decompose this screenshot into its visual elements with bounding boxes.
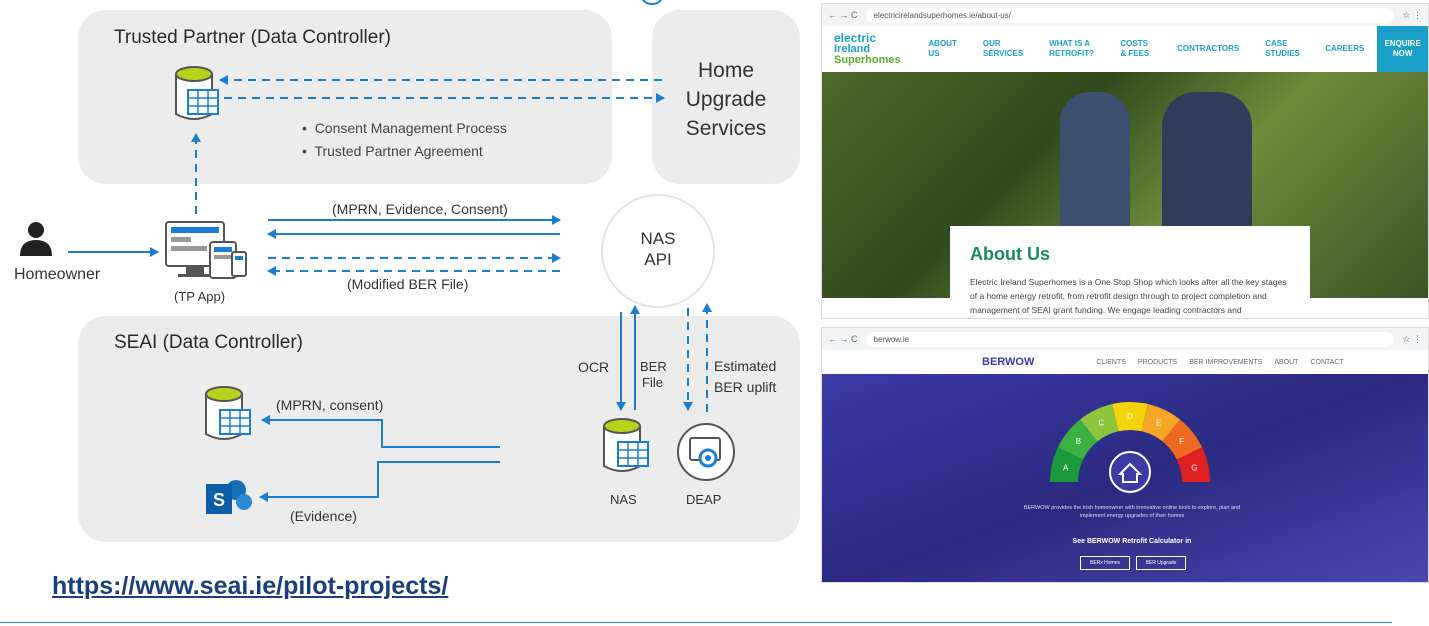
nav-careers[interactable]: CAREERS (1325, 44, 1365, 53)
route-mprn-consent (261, 415, 500, 448)
seai-title: SEAI (Data Controller) (114, 332, 304, 353)
superhomes-logo[interactable]: electric Ireland Superhomes (834, 30, 901, 66)
ber-segment-e (1141, 404, 1180, 442)
tp-app-icon (165, 221, 247, 279)
deap-label: DEAP (686, 492, 722, 507)
home-upgrade-services-label: Home Upgrade Services (685, 59, 767, 140)
berwow-nav-products[interactable]: PRODUCTS (1137, 358, 1178, 366)
berwow-screenshot: ← → C berwow.ie ☆ ⋮ BERWOW CLIENTS PRODU… (822, 328, 1428, 582)
browser-toolbar-2: ← → C berwow.ie ☆ ⋮ (822, 328, 1428, 350)
tp-app-label: (TP App) (174, 289, 226, 304)
seai-pilot-projects-link[interactable]: https://www.seai.ie/pilot-projects/ (52, 572, 449, 600)
homeowner-label: Homeowner (14, 266, 101, 283)
ber-segment-a (1050, 447, 1084, 482)
homeowner-icon (20, 222, 52, 256)
ber-segment-b (1057, 419, 1098, 460)
partial-circle (641, 0, 663, 5)
ber-label-g: G (1191, 463, 1197, 472)
ber-label-a: A (1063, 463, 1069, 472)
browser-actions-icon[interactable]: ☆ ⋮ (1402, 333, 1422, 344)
arrow-bottom-label: (Modified BER File) (347, 276, 469, 292)
ber-label-e: E (1156, 419, 1161, 428)
about-us-text: Electric Ireland Superhomes is a One Sto… (970, 277, 1287, 315)
arrow-top-label: (MPRN, Evidence, Consent) (332, 201, 508, 217)
home-upgrade-panel (652, 10, 800, 184)
berwow-nav-ber-improvements[interactable]: BER IMPROVEMENTS (1189, 358, 1263, 366)
nas-api-label: NAS API (640, 229, 676, 269)
mprn-consent-label: (MPRN, consent) (276, 397, 384, 413)
nav-what-is-retrofit[interactable]: WHAT IS A RETROFIT? (1049, 39, 1095, 58)
nav-arrows-icon[interactable]: ← → C (828, 334, 858, 344)
seai-panel (78, 316, 800, 542)
berwow-nav: BERWOW CLIENTS PRODUCTS BER IMPROVEMENTS… (822, 350, 1428, 374)
sharepoint-letter: S (213, 490, 225, 510)
ber-label-c: C (1098, 419, 1104, 428)
sharepoint-icon: S (206, 480, 252, 514)
berwow-tagline: BERWOW provides the Irish homeowner with… (1023, 505, 1241, 519)
enquire-now-button[interactable]: ENQUIRE NOW (1377, 26, 1428, 72)
ber-label-b: B (1076, 437, 1081, 446)
about-us-card: About Us Electric Ireland Superhomes is … (950, 226, 1310, 318)
nav-case-studies[interactable]: CASE STUDIES (1265, 39, 1300, 58)
ber-segment-f (1162, 419, 1203, 460)
route-evidence (259, 461, 500, 502)
nav-arrows-icon[interactable]: ← → C (828, 10, 858, 20)
address-bar-2[interactable]: berwow.ie (865, 331, 1395, 347)
bullet-agreement: • Trusted Partner Agreement (302, 143, 483, 159)
bottom-divider (0, 622, 1392, 623)
superhomes-screenshot: ← → C electricirelandsuperhomes.ie/about… (822, 4, 1428, 318)
browser-actions-icon[interactable]: ☆ ⋮ (1402, 9, 1422, 20)
berwow-logo[interactable]: BERWOW (982, 356, 1035, 368)
nav-about-us[interactable]: ABOUT US (928, 39, 957, 58)
bullet-consent: • Consent Management Process (302, 120, 507, 136)
berwow-cta: See BERWOW Retrofit Calculator in (1072, 538, 1192, 545)
berwow-nav-clients[interactable]: CLIENTS (1096, 358, 1126, 366)
evidence-label: (Evidence) (290, 508, 357, 524)
nav-our-services[interactable]: OUR SERVICES (982, 39, 1024, 58)
ber-segment-g (1176, 447, 1210, 482)
diagram-svg: S (20, 0, 735, 514)
ber-segment-c (1080, 404, 1119, 442)
browser-toolbar: ← → C electricirelandsuperhomes.ie/about… (822, 4, 1428, 26)
superhomes-nav: electric Ireland Superhomes ABOUT US OUR… (822, 26, 1428, 72)
berwow-btn-1[interactable]: BERx Homes (1080, 556, 1130, 570)
tp-database-icon (175, 66, 219, 120)
nas-label: NAS (610, 492, 637, 507)
nav-costs-fees[interactable]: COSTS & FEES (1120, 39, 1150, 58)
nav-contractors[interactable]: CONTRACTORS (1177, 44, 1240, 53)
berwow-nav-about[interactable]: ABOUT (1274, 358, 1299, 366)
berwow-nav-contact[interactable]: CONTACT (1310, 358, 1344, 366)
ocr-label: OCR (578, 359, 610, 375)
ber-label-d: D (1127, 412, 1133, 421)
trusted-partner-title: Trusted Partner (Data Controller) (114, 27, 392, 48)
nas-database-icon (603, 418, 649, 472)
ber-file-label: BER File (640, 359, 667, 390)
deap-icon (677, 423, 735, 481)
ber-label-f: F (1179, 437, 1184, 446)
estimated-uplift-label: Estimated BER uplift (714, 358, 777, 395)
nas-api-circle (601, 194, 715, 308)
ber-segment-d (1112, 402, 1148, 432)
seai-database-icon (205, 386, 251, 440)
berwow-btn-2[interactable]: BER Upgrade (1136, 556, 1186, 570)
ber-rating-gauge: A B C D E F G (1050, 402, 1210, 493)
address-bar[interactable]: electricirelandsuperhomes.ie/about-us/ (865, 7, 1395, 23)
about-us-title: About Us (970, 244, 1050, 264)
